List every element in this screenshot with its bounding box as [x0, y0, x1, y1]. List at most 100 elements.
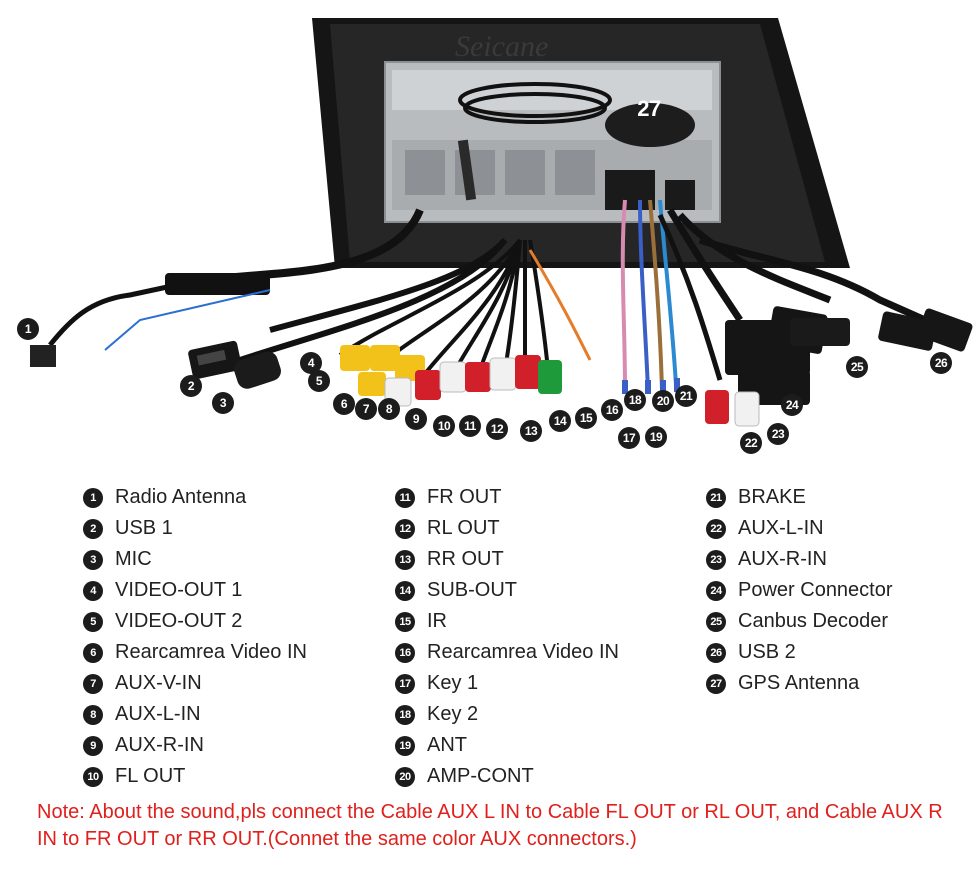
callout-23: 23 — [767, 423, 789, 445]
legend-number: 5 — [83, 611, 103, 632]
legend-number: 10 — [83, 766, 103, 787]
callout-16: 16 — [601, 399, 623, 421]
legend-item: 27 GPS Antenna — [706, 668, 893, 699]
legend-number: 4 — [83, 580, 103, 601]
callout-11: 11 — [459, 415, 481, 437]
legend-number: 27 — [706, 673, 726, 694]
legend-label: VIDEO-OUT 2 — [115, 610, 243, 632]
legend-item: 7 AUX-V-IN — [83, 668, 307, 699]
legend-label: BRAKE — [738, 486, 806, 508]
legend-number: 20 — [395, 766, 415, 787]
callout-6: 6 — [333, 393, 355, 415]
legend-number: 6 — [83, 642, 103, 663]
legend-item: 2 USB 1 — [83, 513, 307, 544]
callout-18: 18 — [624, 389, 646, 411]
legend-number: 9 — [83, 735, 103, 756]
legend-label: RL OUT — [427, 517, 500, 539]
legend-item: 8 AUX-L-IN — [83, 699, 307, 730]
legend-label: Power Connector — [738, 579, 893, 601]
legend-label: AUX-L-IN — [115, 703, 201, 725]
legend-item: 10 FL OUT — [83, 761, 307, 792]
radio-antenna-connector — [30, 345, 56, 367]
callout-19: 19 — [645, 426, 667, 448]
legend-item: 4 VIDEO-OUT 1 — [83, 575, 307, 606]
callout-25: 25 — [846, 356, 868, 378]
legend-number: 1 — [83, 487, 103, 508]
legend-number: 22 — [706, 518, 726, 539]
legend-number: 3 — [83, 549, 103, 570]
legend-number: 2 — [83, 518, 103, 539]
legend-number: 11 — [395, 487, 415, 508]
legend-number: 12 — [395, 518, 415, 539]
mic-connector — [234, 351, 281, 389]
legend-item: 11 FR OUT — [395, 482, 619, 513]
callout-15: 15 — [575, 407, 597, 429]
legend-number: 21 — [706, 487, 726, 508]
legend-label: FR OUT — [427, 486, 502, 508]
legend-item: 5 VIDEO-OUT 2 — [83, 606, 307, 637]
legend-item: 14 SUB-OUT — [395, 575, 619, 606]
legend-label: AUX-V-IN — [115, 672, 202, 694]
legend-label: FL OUT — [115, 765, 186, 787]
callout-27: 27 — [637, 96, 661, 121]
legend-item: 24 Power Connector — [706, 575, 893, 606]
legend-item: 26 USB 2 — [706, 637, 893, 668]
wiring-harness-illustration: Seicane — [30, 18, 973, 427]
legend-item: 23 AUX-R-IN — [706, 544, 893, 575]
legend-label: VIDEO-OUT 1 — [115, 579, 243, 601]
callout-5: 5 — [308, 370, 330, 392]
legend-number: 23 — [706, 549, 726, 570]
legend-label: RR OUT — [427, 548, 504, 570]
callout-7: 7 — [355, 398, 377, 420]
callout-2: 2 — [180, 375, 202, 397]
callout-21: 21 — [675, 385, 697, 407]
legend-label: GPS Antenna — [738, 672, 860, 694]
legend-number: 7 — [83, 673, 103, 694]
legend-label: ANT — [427, 734, 467, 756]
legend-label: Key 2 — [427, 703, 479, 725]
legend-label: AUX-L-IN — [738, 517, 824, 539]
legend-label: USB 1 — [115, 517, 173, 539]
callout-10: 10 — [433, 415, 455, 437]
callout-9: 9 — [405, 408, 427, 430]
gps-antenna — [605, 103, 695, 147]
legend-label: Key 1 — [427, 672, 479, 694]
legend-number: 18 — [395, 704, 415, 725]
sound-connection-note: Note: About the sound,pls connect the Ca… — [37, 801, 943, 850]
callout-4: 4 — [300, 352, 322, 374]
legend-label: Rearcamrea Video IN — [427, 641, 619, 663]
legend-item: 17 Key 1 — [395, 668, 619, 699]
usb2-connector-b — [917, 308, 973, 352]
legend-label: USB 2 — [738, 641, 796, 663]
legend-number: 8 — [83, 704, 103, 725]
legend-number: 26 — [706, 642, 726, 663]
legend-label: IR — [427, 610, 447, 632]
callout-20: 20 — [652, 390, 674, 412]
rca-plugs — [340, 345, 562, 407]
legend-item: 18 Key 2 — [395, 699, 619, 730]
legend-number: 19 — [395, 735, 415, 756]
brand-watermark: Seicane — [455, 30, 548, 63]
legend-number: 24 — [706, 580, 726, 601]
legend-number: 14 — [395, 580, 415, 601]
legend-label: MIC — [115, 548, 152, 570]
callout-14: 14 — [549, 410, 571, 432]
callout-12: 12 — [486, 418, 508, 440]
legend-label: AUX-R-IN — [115, 734, 204, 756]
legend-item: 21 BRAKE — [706, 482, 893, 513]
callout-22: 22 — [740, 432, 762, 454]
legend-label: AUX-R-IN — [738, 548, 827, 570]
legend-item: 22 AUX-L-IN — [706, 513, 893, 544]
callout-1: 1 — [17, 318, 39, 340]
legend-label: SUB-OUT — [427, 579, 517, 601]
callout-8: 8 — [378, 398, 400, 420]
legend-number: 17 — [395, 673, 415, 694]
